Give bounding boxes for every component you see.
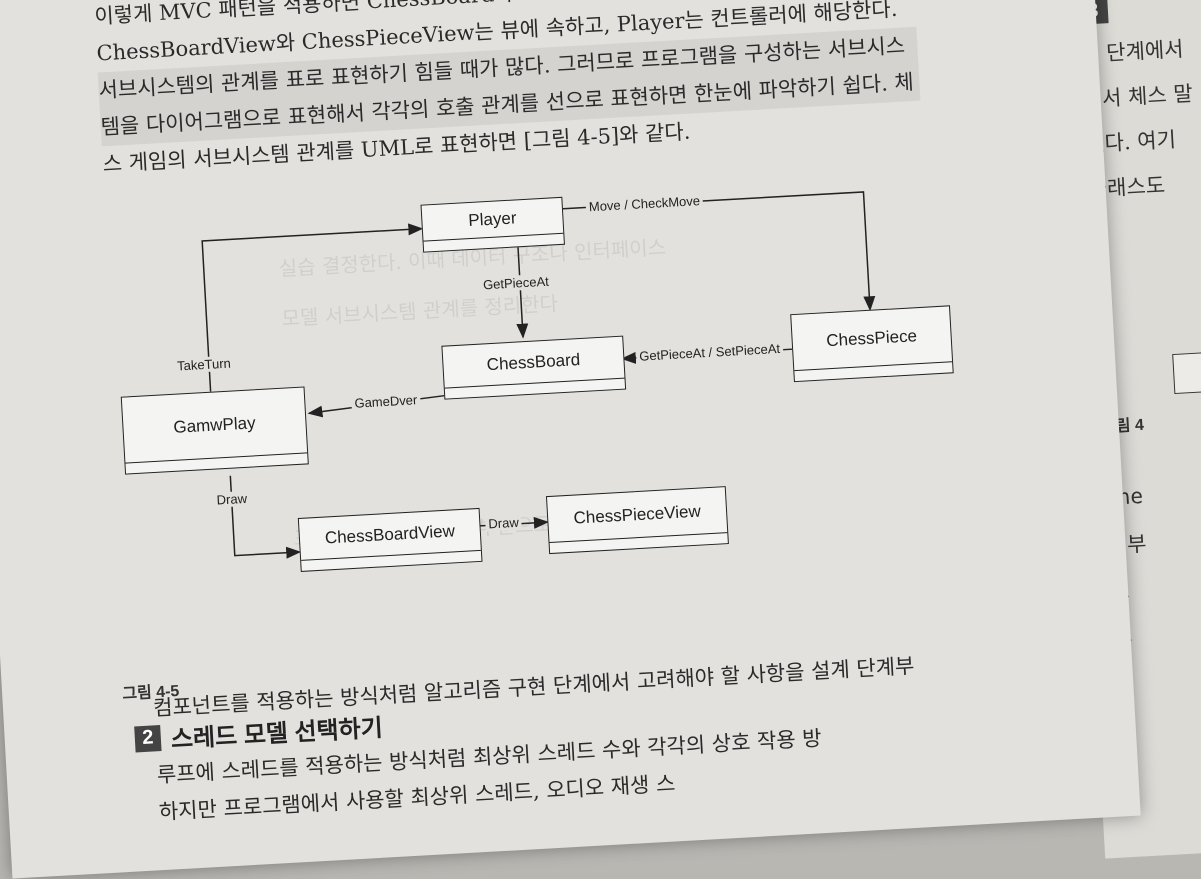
gamwplay-box: GamwPlay xyxy=(120,386,309,475)
intro-paragraph: 이렇게 MVC 패턴을 적용하면 ChessBoard와 Che ChessBo… xyxy=(93,0,922,183)
edge-draw-1 xyxy=(229,475,302,559)
chesspiece-label: ChessPiece xyxy=(825,326,918,351)
bottom-paragraph: 컴포넌트를 적용하는 방식처럼 알고리즘 구현 단계에서 고려해야 할 사항을 … xyxy=(152,645,979,832)
chesspieceview-box: ChessPieceView xyxy=(545,486,729,555)
chessboard-box: ChessBoard xyxy=(441,335,627,400)
book-page: 이렇게 MVC 패턴을 적용하면 ChessBoard와 Che ChessBo… xyxy=(0,0,1141,879)
gamwplay-label: GamwPlay xyxy=(172,413,257,437)
edge-label-draw-2: Draw xyxy=(485,514,523,532)
chesspiece-box: ChessPiece xyxy=(790,305,954,383)
edge-taketurn xyxy=(201,223,424,392)
edge-label-draw-1: Draw xyxy=(213,490,251,508)
right-diagram-box: Ro xyxy=(1172,347,1201,395)
uml-diagram: Player ChessBoard ChessPiece GamwPlay Ch… xyxy=(115,152,1040,672)
player-box: Player xyxy=(420,196,565,253)
chessboardview-box: ChessBoardView xyxy=(297,507,483,572)
